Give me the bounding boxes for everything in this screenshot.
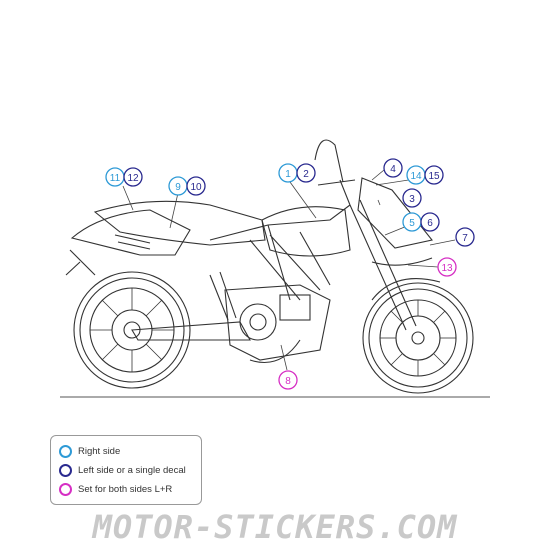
leader-lines [122,169,456,371]
right-side-circle-icon [59,444,72,458]
front-number-plate [357,177,433,249]
svg-text:4: 4 [390,164,396,175]
legend-label-both: Set for both sides L+R [78,483,173,495]
callout-1: 1 [278,163,298,183]
callout-11: 11 [105,167,125,187]
legend-item-right: Right side [59,444,120,458]
svg-text:3: 3 [409,194,415,205]
legend-item-left: Left side or a single decal [59,463,186,477]
svg-text:7: 7 [462,233,468,244]
svg-text:2: 2 [303,169,309,180]
callout-6: 6 [420,212,440,232]
svg-text:15: 15 [428,171,440,182]
callout-3: 3 [402,188,422,208]
both-sides-circle-icon [59,482,72,496]
svg-text:10: 10 [190,182,202,193]
svg-text:13: 13 [441,263,453,274]
callout-15: 15 [424,165,444,185]
svg-text:14: 14 [410,171,422,182]
legend: Right side Left side or a single decal S… [50,435,202,505]
svg-text:9: 9 [175,182,181,193]
svg-text:1: 1 [285,169,291,180]
watermark: MOTOR-STICKERS.COM [92,508,458,546]
callout-14: 14 [406,165,426,185]
callout-13: 13 [437,257,457,277]
fuel-tank [261,206,351,257]
callout-12: 12 [123,167,143,187]
motorcycle-drawing [65,139,474,394]
seat [93,200,266,246]
svg-text:8: 8 [285,376,291,387]
svg-text:11: 11 [110,173,121,184]
callout-4: 4 [383,158,403,178]
callout-5: 5 [402,212,422,232]
callout-10: 10 [186,176,206,196]
legend-label-right: Right side [78,445,121,457]
callout-9: 9 [168,176,188,196]
callout-7: 7 [455,227,475,247]
callouts: 11 12 9 10 1 2 4 14 15 3 5 6 7 13 8 [105,158,475,390]
legend-label-left: Left side or a single decal [78,464,186,476]
svg-text:6: 6 [427,218,433,229]
legend-item-both: Set for both sides L+R [59,482,172,496]
callout-2: 2 [296,163,316,183]
left-side-circle-icon [59,463,72,477]
rear-tire [73,271,191,389]
svg-text:12: 12 [127,173,139,184]
front-tire [362,282,474,394]
callout-8: 8 [278,370,298,390]
svg-text:5: 5 [409,218,415,229]
